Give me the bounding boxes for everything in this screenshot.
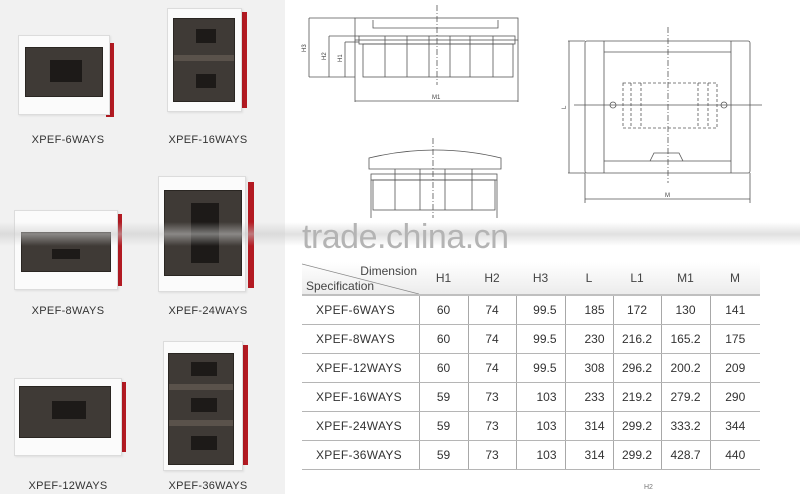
blur-band [0,222,800,246]
side-view-drawing: H3 H2 H1 M1 [302,5,519,102]
spec-cell: XPEF-36WAYS [302,440,419,470]
column-header-h3: H3 [516,262,565,296]
watermark: trade.china.cn [302,218,509,256]
m1-cell: 279.2 [660,382,710,412]
l1-cell: 219.2 [612,382,661,412]
m1-cell: 428.7 [660,440,710,470]
product-label: XPEF-6WAYS [31,134,105,146]
spec-cell: XPEF-24WAYS [302,411,419,441]
h1-cell: 60 [418,353,468,383]
spec-cell: XPEF-8WAYS [302,324,419,354]
front-view-drawing: L M [562,27,762,203]
h3-cell: 103 [515,382,565,412]
svg-text:H2: H2 [322,52,328,60]
h3-cell: 103 [515,411,565,441]
m-cell: 440 [709,440,760,470]
h3-cell: 99.5 [515,353,565,383]
l-cell: 314 [564,440,613,470]
m1-cell: 200.2 [660,353,710,383]
column-header-l1: L1 [613,262,661,296]
svg-text:H1: H1 [338,54,344,62]
top-view-drawing [368,138,502,218]
svg-text:M: M [665,193,670,199]
l-cell: 185 [564,295,613,325]
table-header-row: Dimension Specification H1 H2 H3 L L1 M1… [302,262,760,296]
column-header-l: L [565,262,613,296]
svg-text:L: L [562,105,568,109]
h2-cell: 74 [467,295,516,325]
spec-cell: XPEF-12WAYS [302,353,419,383]
column-header-h2: H2 [468,262,516,296]
l1-cell: 299.2 [612,440,661,470]
column-header-h1: H1 [419,262,468,296]
table-row: XPEF-16WAYS 59 73 103 233 219.2 279.2 29… [302,382,760,412]
h2-cell: 73 [467,440,516,470]
m-cell: 209 [709,353,760,383]
svg-text:H3: H3 [302,44,308,52]
table-row: XPEF-6WAYS 60 74 99.5 185 172 130 141 [302,295,760,325]
specification-table: Dimension Specification H1 H2 H3 L L1 M1… [302,262,760,470]
specification-label: Specification [306,279,375,293]
h2-cell: 73 [467,382,516,412]
l1-cell: 216.2 [612,324,661,354]
h3-cell: 99.5 [515,295,565,325]
svg-text:M1: M1 [432,95,441,101]
h1-cell: 59 [418,440,468,470]
l1-cell: 299.2 [612,411,661,441]
h1-cell: 59 [418,382,468,412]
h2-cell: 73 [467,411,516,441]
table-row: XPEF-12WAYS 60 74 99.5 308 296.2 200.2 2… [302,353,760,383]
spec-cell: XPEF-16WAYS [302,382,419,412]
table-row: XPEF-36WAYS 59 73 103 314 299.2 428.7 44… [302,440,760,470]
corner-header: Dimension Specification [302,262,419,296]
column-header-m: M [710,262,760,296]
l1-cell: 172 [612,295,661,325]
h1-cell: 60 [418,295,468,325]
footer-mark: H2 [644,484,653,491]
product-label: XPEF-24WAYS [168,305,248,317]
table-row: XPEF-24WAYS 59 73 103 314 299.2 333.2 34… [302,411,760,441]
m-cell: 344 [709,411,760,441]
product-label: XPEF-16WAYS [168,134,248,146]
m-cell: 175 [709,324,760,354]
m1-cell: 333.2 [660,411,710,441]
h1-cell: 59 [418,411,468,441]
l1-cell: 296.2 [612,353,661,383]
h3-cell: 99.5 [515,324,565,354]
spec-cell: XPEF-6WAYS [302,295,419,325]
m-cell: 290 [709,382,760,412]
h1-cell: 60 [418,324,468,354]
m1-cell: 130 [660,295,710,325]
m-cell: 141 [709,295,760,325]
m1-cell: 165.2 [660,324,710,354]
product-label: XPEF-8WAYS [31,305,105,317]
l-cell: 308 [564,353,613,383]
l-cell: 230 [564,324,613,354]
h2-cell: 74 [467,324,516,354]
dimension-label: Dimension [360,264,417,278]
column-header-m1: M1 [661,262,710,296]
h2-cell: 74 [467,353,516,383]
l-cell: 314 [564,411,613,441]
table-row: XPEF-8WAYS 60 74 99.5 230 216.2 165.2 17… [302,324,760,354]
product-label: XPEF-12WAYS [28,480,108,492]
h3-cell: 103 [515,440,565,470]
l-cell: 233 [564,382,613,412]
product-label: XPEF-36WAYS [168,480,248,492]
